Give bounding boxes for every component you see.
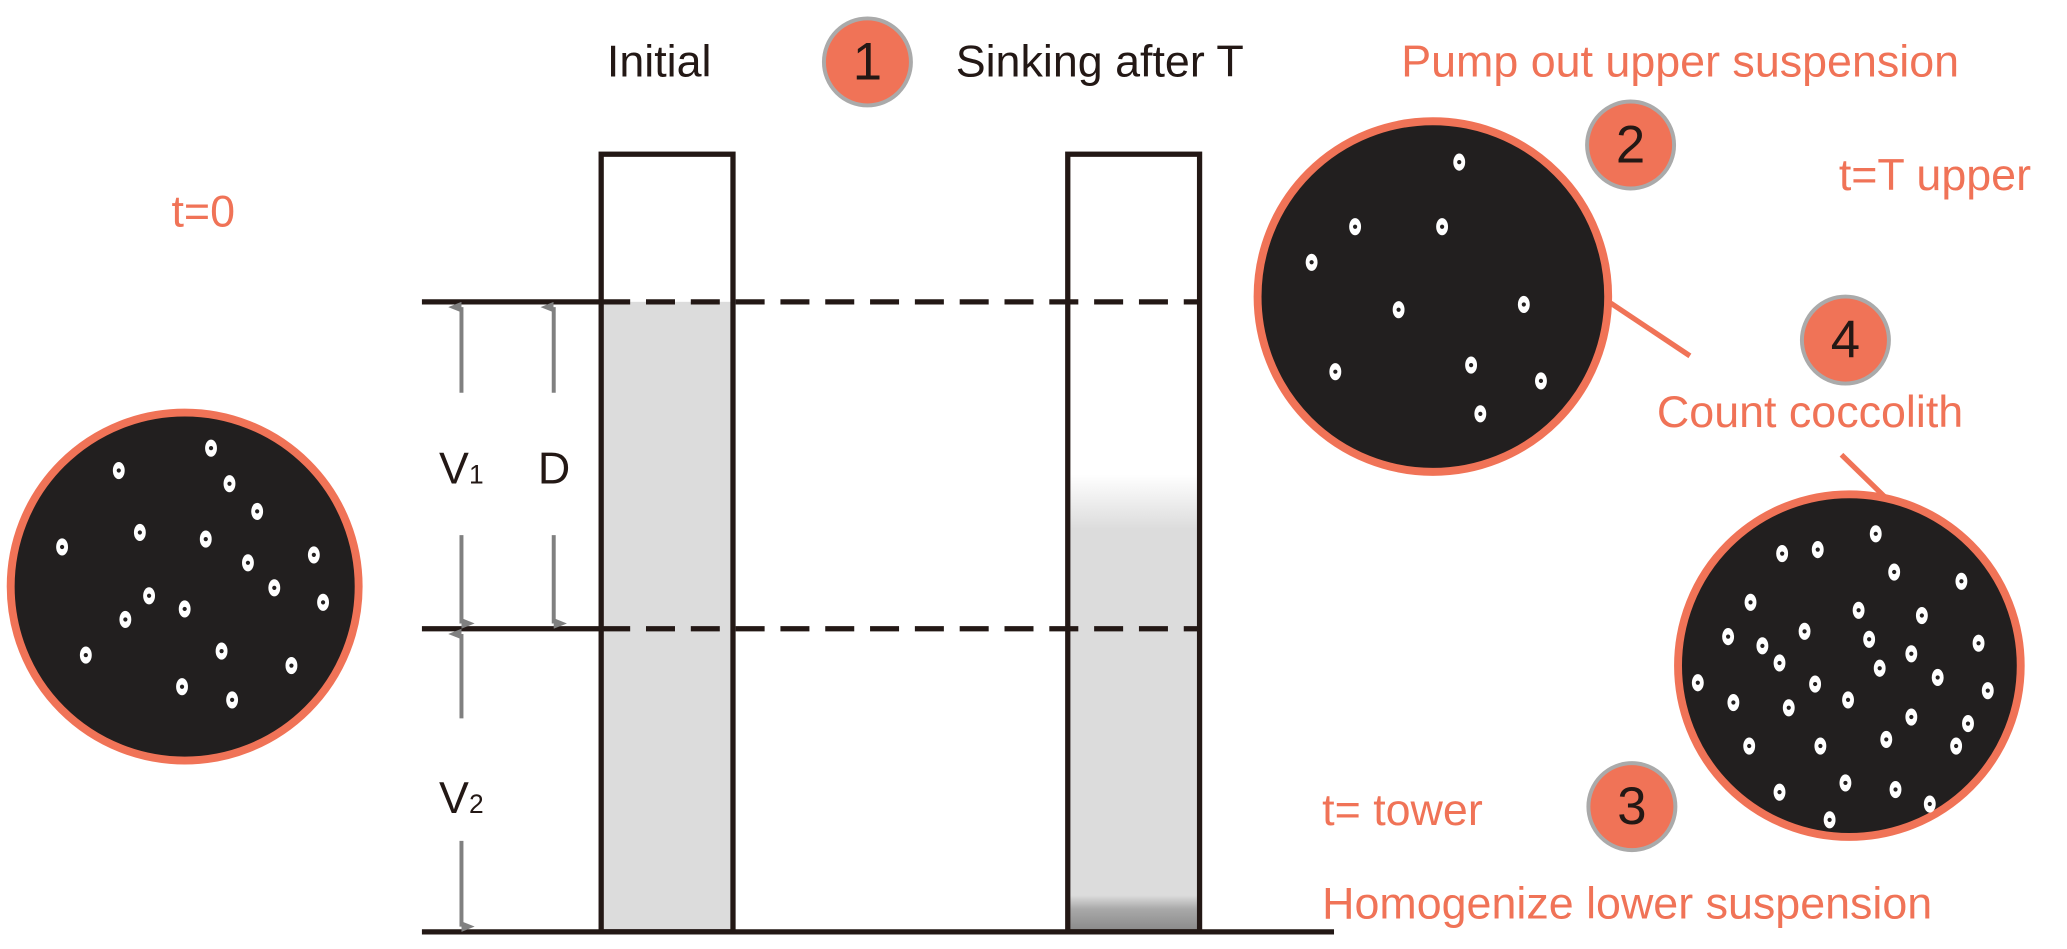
coccolith-dot-center bbox=[1909, 651, 1914, 656]
step-4-badge: 4 bbox=[1799, 294, 1891, 386]
t0-label: t=0 bbox=[171, 187, 235, 237]
coccolith-dot-center bbox=[179, 684, 185, 689]
sinking-label: Sinking after T bbox=[956, 36, 1244, 86]
coccolith-dot-center bbox=[1468, 362, 1474, 368]
coccolith-dot-center bbox=[182, 606, 187, 612]
coccolith-dot-center bbox=[1873, 531, 1878, 536]
coccolith-dot-center bbox=[1856, 608, 1861, 613]
lower-sample-view bbox=[1674, 490, 2025, 841]
coccolith-dot-center bbox=[1867, 637, 1872, 642]
coccolith-dot-center bbox=[1478, 411, 1483, 416]
step-1-number: 1 bbox=[853, 32, 882, 91]
step-3-badge: 3 bbox=[1586, 761, 1678, 853]
coccolith-dot-center bbox=[1815, 547, 1820, 552]
coccolith-dot-center bbox=[203, 536, 208, 542]
t-tower-label: t= tower bbox=[1322, 785, 1483, 835]
t-upper-label: t=T upper bbox=[1839, 150, 2031, 200]
connector-upper bbox=[1609, 300, 1692, 359]
coccolith-dot-center bbox=[137, 530, 142, 535]
sinking-suspension-fill bbox=[1067, 474, 1200, 932]
coccolith-dot-center bbox=[1748, 600, 1753, 605]
coccolith-dot-center bbox=[1333, 369, 1338, 374]
coccolith-dot-center bbox=[1927, 801, 1932, 807]
step-2-badge: 2 bbox=[1585, 99, 1677, 191]
coccolith-dot-center bbox=[1786, 705, 1791, 710]
initial-sample-view bbox=[6, 408, 363, 765]
coccolith-dot-center bbox=[311, 552, 316, 558]
coccolith-dot-center bbox=[272, 585, 277, 590]
coccolith-dot-center bbox=[208, 446, 214, 451]
coccolith-dot-center bbox=[230, 697, 235, 702]
initial-label: Initial bbox=[607, 36, 712, 86]
v2-label: V2 bbox=[439, 773, 484, 823]
coccolith-dot-center bbox=[116, 468, 121, 473]
step-3-number: 3 bbox=[1617, 777, 1646, 836]
coccolith-dot-center bbox=[1965, 721, 1971, 726]
coccolith-dot-center bbox=[1802, 629, 1807, 634]
coccolith-dot-center bbox=[1521, 302, 1526, 307]
coccolith-dot-center bbox=[1538, 378, 1544, 384]
coccolith-dot-center bbox=[1457, 160, 1462, 165]
coccolith-dot-center bbox=[320, 600, 326, 605]
coccolith-dot-center bbox=[1777, 790, 1782, 795]
coccolith-dot-center bbox=[83, 652, 88, 658]
coccolith-dot-center bbox=[1954, 743, 1959, 749]
coccolith-dot-center bbox=[1843, 780, 1848, 786]
coccolith-dot-center bbox=[245, 560, 251, 565]
coccolith-dot-center bbox=[289, 663, 294, 668]
coccolith-dot-center bbox=[1352, 224, 1358, 229]
coccolith-dot-center bbox=[1747, 743, 1752, 749]
coccolith-dot-center bbox=[1818, 743, 1823, 749]
step-1-badge: 1 bbox=[821, 16, 913, 108]
v1-label: V1 bbox=[439, 444, 484, 494]
step-4-number: 4 bbox=[1831, 311, 1860, 370]
coccolith-dot-center bbox=[146, 593, 152, 598]
coccolith-dot-center bbox=[1695, 680, 1700, 685]
coccolith-dot-center bbox=[1884, 737, 1889, 742]
coccolith-dot-center bbox=[1726, 634, 1731, 639]
coccolith-dot-center bbox=[1309, 260, 1314, 265]
coccolith-dot-center bbox=[1893, 787, 1898, 792]
coccolith-dot-center bbox=[1827, 817, 1832, 822]
coccolith-dot-center bbox=[1892, 569, 1897, 575]
coccolith-dot-center bbox=[1935, 675, 1940, 680]
coccolith-dot-center bbox=[1760, 643, 1765, 648]
initial-suspension-fill bbox=[601, 301, 733, 932]
coccolith-dot-center bbox=[1812, 681, 1818, 687]
coccolith-dot-center bbox=[123, 617, 128, 622]
coccolith-dot-center bbox=[255, 509, 260, 514]
coccolith-dot-center bbox=[1919, 613, 1924, 618]
pump-out-label: Pump out upper suspension bbox=[1401, 36, 1959, 86]
coccolith-dot-center bbox=[1985, 688, 1990, 693]
upper-sample-view bbox=[1253, 117, 1613, 476]
coccolith-dot-center bbox=[1777, 660, 1782, 666]
d-label: D bbox=[538, 444, 570, 494]
coccolith-dot-center bbox=[1396, 307, 1401, 312]
coccolith-dot-center bbox=[1845, 697, 1851, 702]
coccolith-dot-center bbox=[1877, 666, 1882, 671]
coccolith-dot-center bbox=[1780, 551, 1785, 556]
coccolith-dot-center bbox=[1439, 224, 1445, 229]
coccolith-dot-center bbox=[59, 544, 65, 550]
coccolith-dot-center bbox=[1909, 714, 1914, 720]
coccolith-dot-center bbox=[227, 481, 232, 486]
step-2-number: 2 bbox=[1616, 115, 1645, 174]
count-label: Count coccolith bbox=[1657, 387, 1963, 437]
homogenize-label: Homogenize lower suspension bbox=[1322, 879, 1932, 929]
coccolith-dot-center bbox=[1959, 579, 1964, 584]
coccolith-dot-center bbox=[1731, 700, 1736, 705]
dimension-arrows bbox=[448, 301, 567, 932]
coccolith-dot-center bbox=[219, 649, 224, 654]
coccolith-dot-center bbox=[1976, 641, 1981, 646]
